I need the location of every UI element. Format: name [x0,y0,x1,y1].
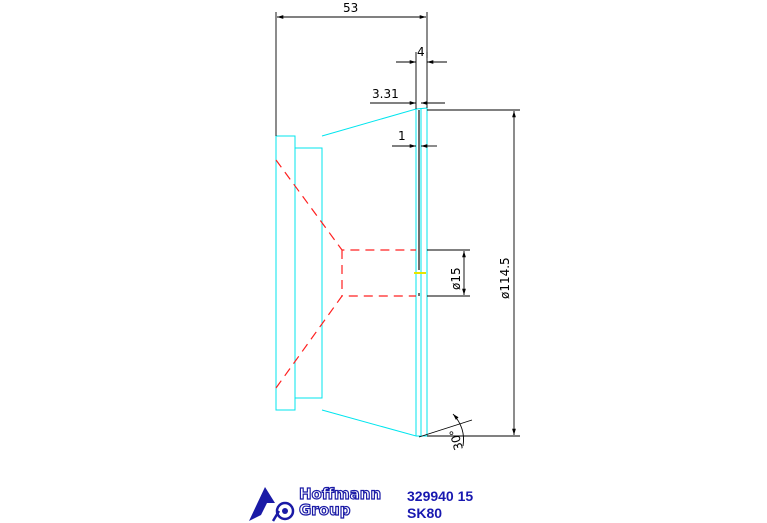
dim-label-1: 1 [398,129,406,143]
dimension-step: 1 [392,129,437,148]
dimension-rim-width: 3.31 [370,87,445,105]
dimension-thickness: 4 [396,45,447,109]
dim-label-53: 53 [343,1,358,15]
logo-wordmark-line1: Hoffmann [298,485,382,503]
logo-wordmark-line2: Group [298,501,351,519]
hoffmann-logo-icon [249,487,295,522]
dimension-bore-diameter: ø15 [427,249,470,297]
rim-detail [414,110,426,296]
dim-label-o114-5: ø114.5 [498,257,512,299]
dimension-outer-diameter: ø114.5 [427,109,520,437]
footer-title-block: Hoffmann Group 329940 15 SK80 [247,481,507,523]
dim-label-3-31: 3.31 [372,87,399,101]
dimension-bevel-angle: 30° [418,413,473,452]
dim-label-4: 4 [417,45,425,59]
dim-label-o15: ø15 [449,267,463,290]
dim-label-30deg: 30° [447,428,466,452]
hidden-lines [275,159,416,389]
part-number: 329940 15 [407,488,474,504]
model-name: SK80 [407,505,443,521]
dimension-overall-length: 53 [275,1,428,136]
part-body-outline [275,107,428,437]
part-info: 329940 15 SK80 [407,488,473,522]
